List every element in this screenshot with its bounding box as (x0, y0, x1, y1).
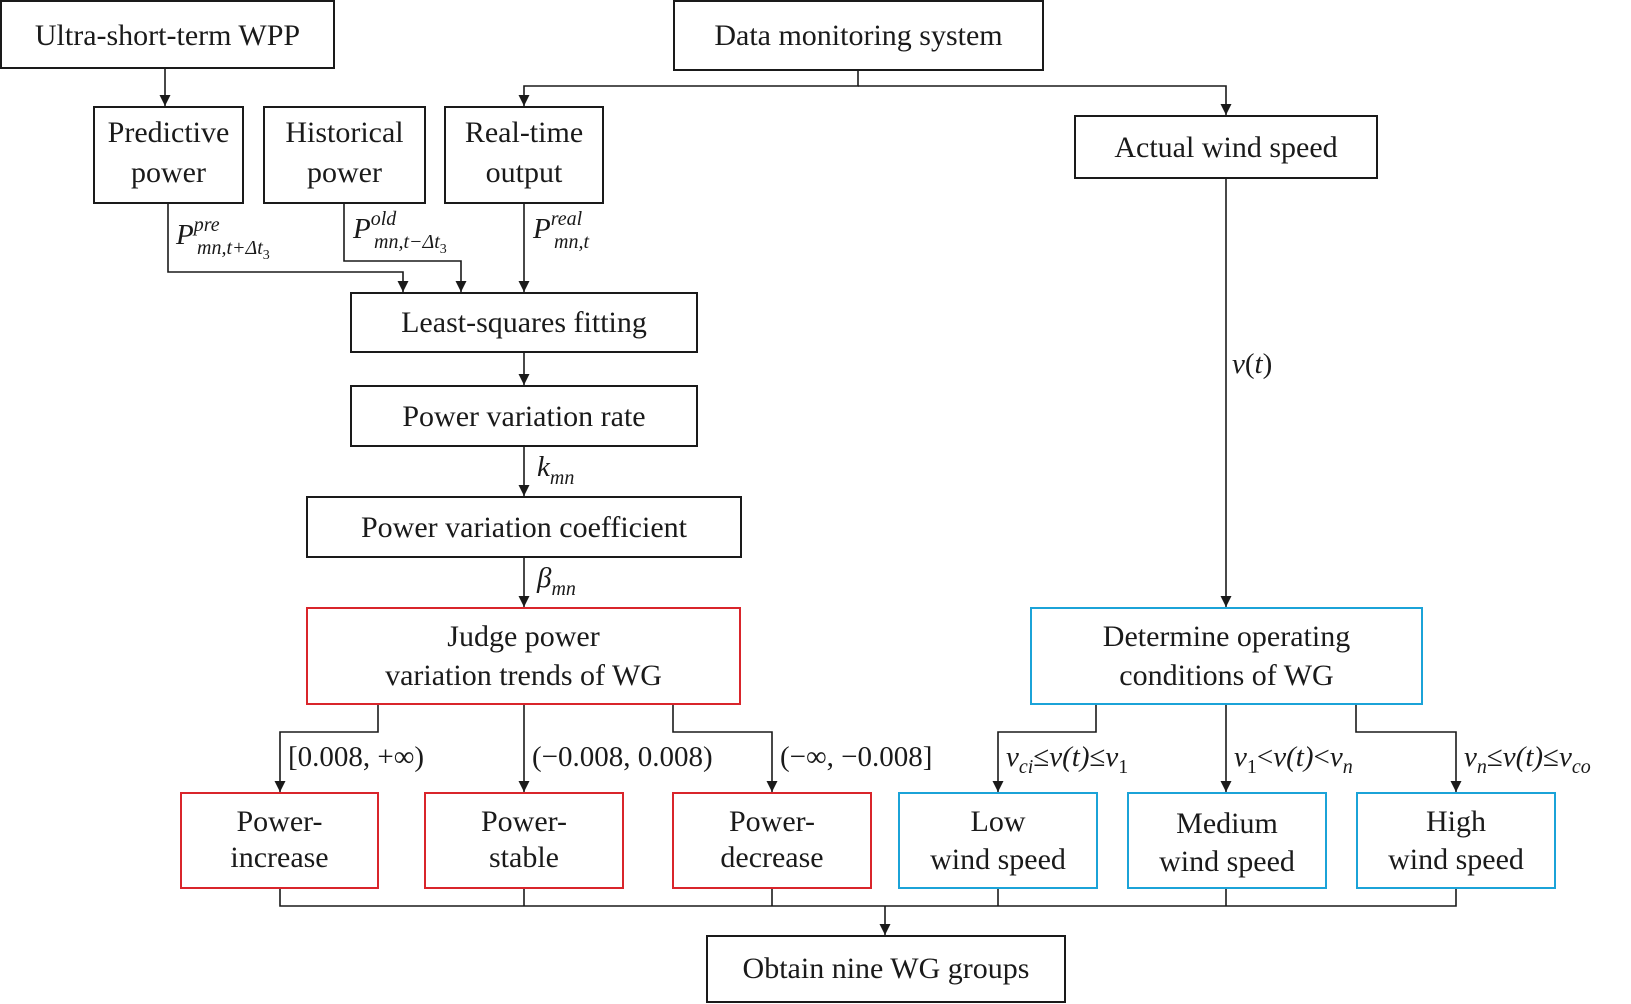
arrow-judge-to-increase (274, 704, 379, 792)
box-label: Least-squares fitting (401, 306, 647, 339)
box-label-line1: Real-time (465, 116, 583, 149)
box-high-wind-speed: High wind speed (1356, 792, 1556, 889)
box-label-line1: Determine operating (1103, 620, 1350, 653)
box-low-wind-speed: Low wind speed (898, 792, 1098, 889)
box-label-line2: stable (489, 841, 559, 874)
box-label-line2: wind speed (1388, 843, 1524, 876)
box-label-line1: Judge power (447, 620, 599, 653)
box-label: Power variation rate (402, 400, 645, 433)
box-label-line2: wind speed (930, 843, 1066, 876)
label-variation-rate-symbol: kmn (537, 451, 574, 489)
arrow-determine-to-high (1355, 704, 1462, 792)
box-label-line2: conditions of WG (1119, 659, 1333, 692)
arrow-monitor-to-actual-wind (858, 85, 1232, 115)
arrow-judge-to-decrease (672, 704, 778, 792)
label-variation-coefficient-symbol: βmn (536, 562, 576, 600)
box-label-line1: Medium (1176, 807, 1278, 840)
box-label-line1: Power- (481, 805, 567, 838)
box-medium-wind-speed: Medium wind speed (1127, 792, 1327, 889)
connectors (159, 68, 1462, 935)
box-label-line1: Historical (285, 116, 403, 149)
box-historical-power: Historical power (263, 106, 426, 204)
box-label-line1: Power- (236, 805, 322, 838)
label-wind-speed-function: v(t) (1232, 348, 1272, 380)
box-label: Obtain nine WG groups (743, 952, 1030, 985)
box-obtain-nine-wg-groups: Obtain nine WG groups (706, 935, 1066, 1003)
box-label-line1: Low (971, 805, 1026, 838)
box-label: Power variation coefficient (361, 511, 688, 544)
arrow-monitor-to-realtime (518, 70, 859, 106)
box-label-line2: output (486, 156, 563, 189)
box-label: Ultra-short-term WPP (35, 19, 300, 52)
label-condition-low: vci≤v(t)≤v1 (1006, 741, 1128, 778)
box-power-decrease: Power- decrease (672, 792, 872, 889)
box-actual-wind-speed: Actual wind speed (1074, 115, 1378, 179)
arrow-determine-to-low (992, 704, 1097, 792)
box-label-line2: variation trends of WG (385, 659, 662, 692)
box-label: Actual wind speed (1114, 131, 1337, 164)
box-label-line1: High (1426, 805, 1486, 838)
box-judge-power-variation-trends: Judge power variation trends of WG (306, 607, 741, 705)
box-label-line2: power (307, 156, 382, 189)
box-least-squares-fitting: Least-squares fitting (350, 292, 698, 353)
arrow-historical-to-lsq (343, 203, 467, 292)
arrow-predictive-to-lsq (167, 203, 409, 292)
label-range-stable: (−0.008, 0.008) (532, 741, 713, 773)
box-predictive-power: Predictive power (93, 106, 244, 204)
box-power-stable: Power- stable (424, 792, 624, 889)
box-label-line2: power (131, 156, 206, 189)
box-ultra-short-term-wpp: Ultra-short-term WPP (0, 0, 335, 69)
box-data-monitoring-system: Data monitoring system (673, 0, 1044, 71)
label-range-decrease: (−∞, −0.008] (780, 741, 932, 773)
box-label-line2: increase (230, 841, 328, 874)
box-real-time-output: Real-time output (444, 106, 604, 204)
box-label-line2: decrease (720, 841, 823, 874)
box-determine-operating-conditions: Determine operating conditions of WG (1030, 607, 1423, 705)
label-range-increase: [0.008, +∞) (288, 741, 424, 773)
bottom-collector-line (279, 888, 1457, 907)
box-power-increase: Power- increase (180, 792, 379, 889)
label-condition-high: vn≤v(t)≤vco (1464, 741, 1591, 778)
box-power-variation-coefficient: Power variation coefficient (306, 496, 742, 558)
box-label-line1: Power- (729, 805, 815, 838)
box-label-line1: Predictive (108, 116, 230, 149)
box-label: Data monitoring system (714, 19, 1002, 52)
box-power-variation-rate: Power variation rate (350, 385, 698, 447)
box-label-line2: wind speed (1159, 845, 1295, 878)
label-condition-medium: v1<v(t)<vn (1234, 741, 1353, 778)
